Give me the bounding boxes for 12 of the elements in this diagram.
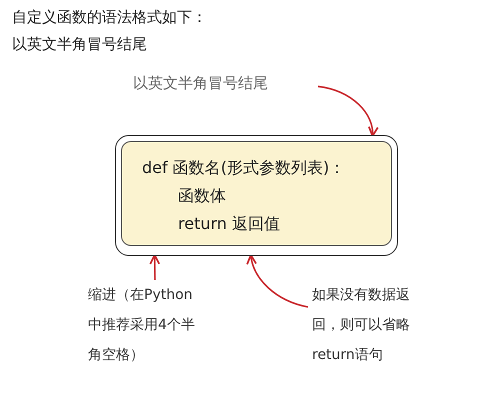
- code-box: [115, 135, 398, 256]
- code-line: return 返回值: [178, 213, 280, 235]
- note-text: 以英文半角冒号结尾: [12, 35, 147, 54]
- arrow: [246, 254, 308, 308]
- code-line: def 函数名(形式参数列表)：: [142, 157, 346, 179]
- arrow: [318, 86, 378, 137]
- annotation-text: 缩进（在Python中推荐采用4个半角空格）: [88, 286, 196, 365]
- arrow: [149, 254, 160, 280]
- annotation-text: 如果没有数据返回，则可以省略return语句: [312, 286, 411, 365]
- callout-text: 以英文半角冒号结尾: [133, 73, 269, 94]
- code-line: 函数体: [178, 185, 226, 207]
- heading-text: 自定义函数的语法格式如下：: [12, 8, 207, 27]
